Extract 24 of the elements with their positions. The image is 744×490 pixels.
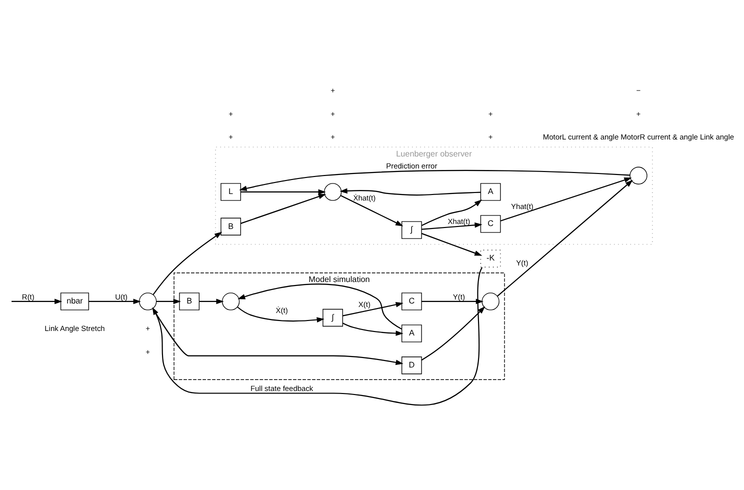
- edge-label: R(t): [22, 292, 34, 302]
- edge-label: Y(t): [452, 292, 465, 302]
- label: MotorL current & angle MotorR current & angle Link angle: [542, 132, 734, 142]
- label: Link Angle Stretch: [44, 324, 105, 334]
- label: +: [636, 109, 641, 118]
- edge-label: Ẋhat(t): [353, 194, 376, 203]
- label: +: [146, 324, 150, 334]
- label: +: [330, 109, 335, 118]
- label: +: [228, 132, 233, 142]
- label: +: [330, 132, 335, 142]
- label: −: [636, 86, 641, 96]
- label: +: [488, 132, 493, 142]
- label: +: [488, 109, 493, 118]
- edge-label: U(t): [115, 292, 128, 302]
- label: +: [228, 109, 233, 118]
- edge-label: Full state feedback: [250, 384, 314, 394]
- edge-label: Prediction error: [386, 162, 438, 171]
- edge-label: Ẋ(t): [276, 306, 288, 315]
- edge-label: Yhat(t): [510, 202, 534, 211]
- label: +: [146, 347, 150, 356]
- edge-label: Y(t): [516, 258, 528, 268]
- edge-label: X(t): [358, 300, 370, 309]
- label: +: [330, 86, 335, 96]
- edge-label: Xhat(t): [448, 216, 470, 226]
